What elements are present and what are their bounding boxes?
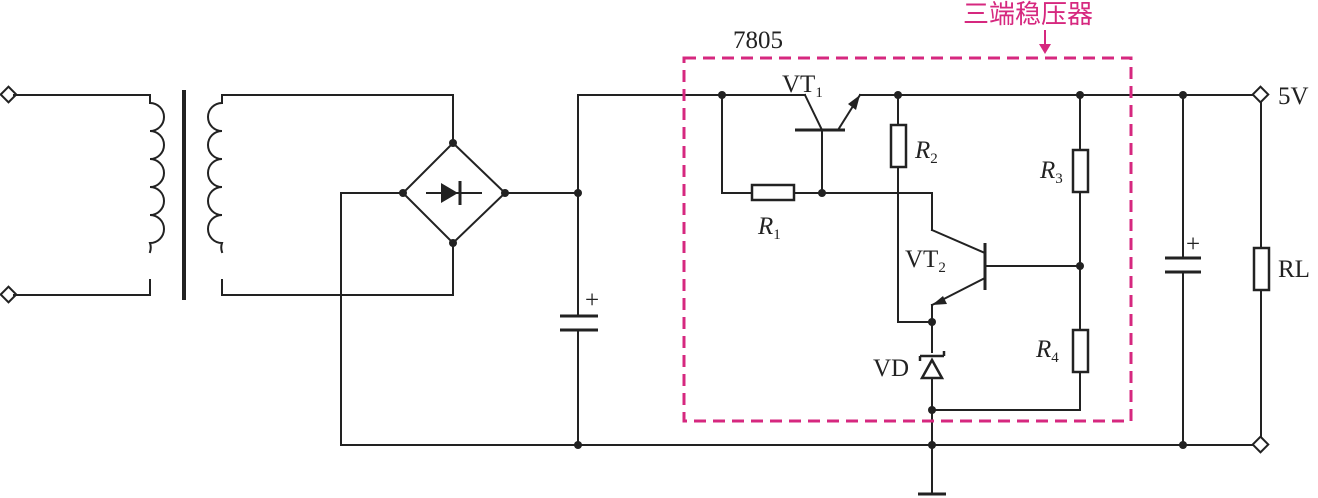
output-voltage-label: 5V (1278, 83, 1309, 110)
rl-label: RL (1278, 256, 1310, 283)
zener-diode-vd (918, 321, 946, 446)
regulator-title: 三端稳压器 (963, 0, 1093, 30)
output-capacitor: + (1165, 91, 1201, 449)
load-resistor-rl (1252, 100, 1271, 441)
bridge-rectifier (399, 139, 509, 247)
cap-plus-sign-2: + (1186, 231, 1200, 258)
regulator-pointer-arrow (1039, 30, 1051, 54)
vt2-transistor (930, 228, 1081, 323)
vd-label: VD (873, 355, 909, 382)
r2-resistor (889, 94, 933, 323)
r3-label: R3 (1039, 157, 1063, 187)
vt1-label: VT1 (782, 71, 823, 101)
secondary-winding (207, 101, 224, 254)
regulator-part-number: 7805 (733, 27, 783, 54)
r3-resistor (1071, 94, 1090, 331)
vt1-transistor (795, 93, 862, 194)
r4-resistor (1071, 328, 1090, 411)
cap-plus-sign: + (585, 287, 599, 314)
r1-resistor (750, 183, 796, 202)
r4-label: R4 (1035, 336, 1059, 366)
vt2-label: VT2 (905, 246, 946, 276)
regulator-boundary (682, 56, 1133, 423)
r1-label: R1 (757, 213, 781, 243)
input-terminals (0, 85, 18, 304)
filter-capacitor: + (560, 94, 599, 449)
transformer (13, 90, 454, 300)
ground-symbol (918, 441, 946, 496)
output-terminals (1251, 85, 1270, 454)
primary-winding (148, 101, 165, 254)
r2-label: R2 (914, 137, 938, 167)
